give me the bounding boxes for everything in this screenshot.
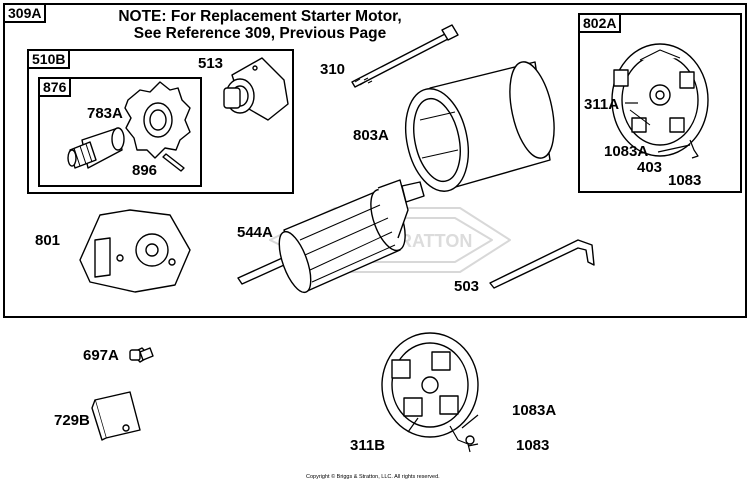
part-310-through-bolt (351, 24, 459, 88)
label-544A: 544A (237, 224, 273, 241)
label-310: 310 (320, 61, 346, 78)
label-1083A-top: 1083A (604, 143, 649, 160)
label-403: 403 (637, 159, 663, 176)
label-513: 513 (198, 55, 224, 72)
group-309A-tag: 309A (3, 3, 47, 23)
label-729B: 729B (54, 412, 90, 429)
label-801: 801 (35, 232, 61, 249)
label-311A: 311A (584, 96, 620, 113)
part-802A-end-cap (611, 43, 709, 159)
group-876-tag: 876 (38, 77, 72, 97)
note-line-1: NOTE: For Replacement Starter Motor, (118, 8, 402, 25)
label-1083A-bottom: 1083A (512, 402, 557, 419)
label-803A: 803A (353, 127, 389, 144)
part-876-clutch (67, 127, 125, 169)
part-544A-armature (237, 179, 425, 294)
part-803A-housing (405, 61, 555, 192)
part-503-strap (489, 239, 595, 289)
part-783A-pinion-gear (124, 81, 191, 159)
label-503: 503 (454, 278, 480, 295)
label-783A: 783A (87, 105, 123, 122)
label-896: 896 (132, 162, 158, 179)
label-1083-bottom: 1083 (516, 437, 550, 454)
label-697A: 697A (83, 347, 119, 364)
group-510B-tag: 510B (27, 49, 71, 69)
part-311B-brush-assembly (381, 332, 479, 453)
group-510B-frame (27, 49, 294, 194)
note-line-2: See Reference 309, Previous Page (133, 25, 387, 42)
part-896-pin (162, 153, 185, 172)
group-876-frame (38, 77, 202, 187)
part-801-mounting-plate (79, 209, 191, 293)
label-1083-top: 1083 (668, 172, 702, 189)
part-697A-screw (129, 347, 154, 363)
group-802A-frame (578, 13, 742, 193)
group-802A-tag: 802A (578, 13, 622, 33)
copyright-notice: Copyright © Briggs & Stratton, LLC. All … (306, 474, 440, 480)
group-309A-frame (3, 3, 747, 318)
label-311B: 311B (350, 437, 386, 454)
part-729B-bracket (91, 391, 141, 441)
part-513-drive-housing (223, 57, 289, 121)
